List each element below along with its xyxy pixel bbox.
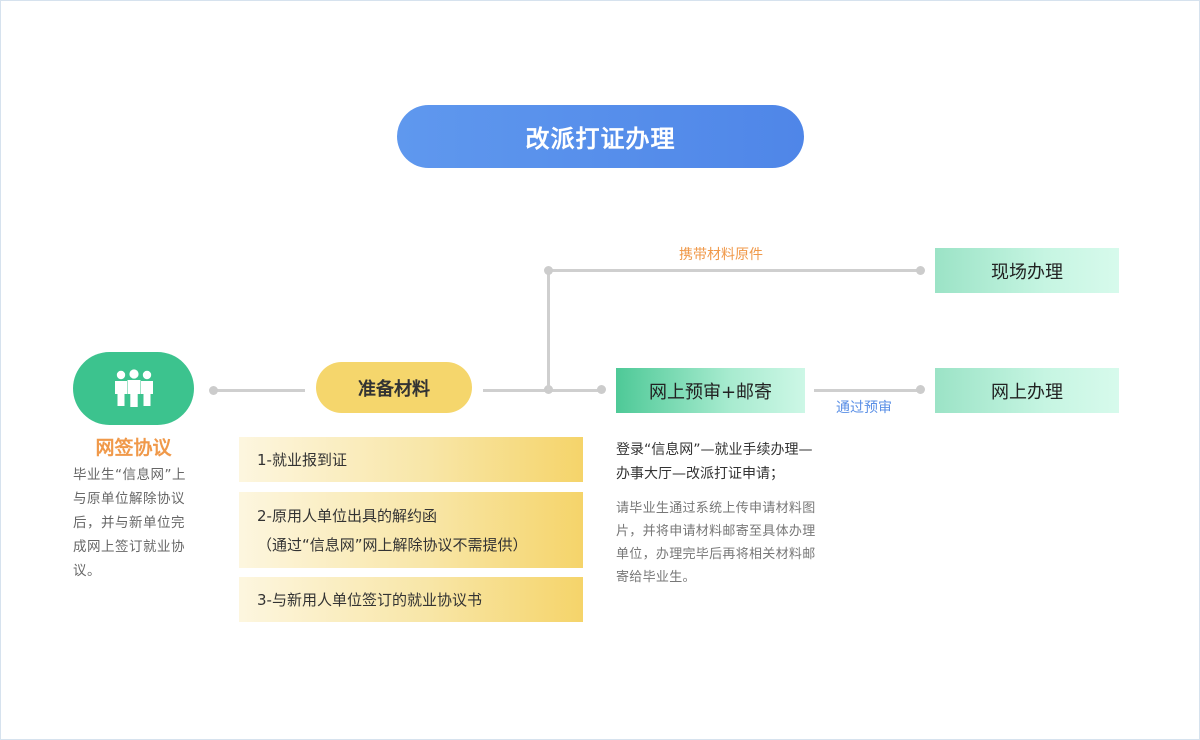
connector-dot xyxy=(209,386,218,395)
material-item-note: （通过“信息网”网上解除协议不需提供） xyxy=(257,536,528,554)
connector-to-onsite xyxy=(547,269,921,272)
carry-originals-label: 携带材料原件 xyxy=(679,247,763,263)
material-item-text: 1-就业报到证 xyxy=(257,451,347,469)
page-title: 改派打证办理 xyxy=(397,105,804,168)
onsite-processing-node: 现场办理 xyxy=(935,248,1119,293)
online-processing-label: 网上办理 xyxy=(991,381,1063,403)
people-group-icon xyxy=(114,368,153,407)
online-precheck-label: 网上预审+邮寄 xyxy=(648,381,773,403)
connector-dot xyxy=(544,266,553,275)
agreement-icon-badge xyxy=(73,352,194,425)
connector-branch-vertical xyxy=(547,270,550,390)
online-steps-note: 请毕业生通过系统上传申请材料图片，并将申请材料邮寄至具体办理单位，办理完毕后再将… xyxy=(616,501,816,585)
prepare-materials-label: 准备材料 xyxy=(358,378,430,400)
material-item-text: 2-原用人单位出具的解约函 xyxy=(257,507,437,525)
connector-dot xyxy=(597,385,606,394)
connector-icon-to-prepare xyxy=(213,389,305,392)
online-processing-node: 网上办理 xyxy=(935,368,1119,413)
agreement-description: 毕业生“信息网”上与原单位解除协议后，并与新单位完成网上签订就业协议。 xyxy=(73,467,186,579)
pass-precheck-label: 通过预审 xyxy=(836,400,892,416)
material-item-1: 1-就业报到证 xyxy=(239,437,583,482)
material-item-2: 2-原用人单位出具的解约函 （通过“信息网”网上解除协议不需提供） xyxy=(239,492,583,568)
prepare-materials-node: 准备材料 xyxy=(316,362,472,413)
agreement-heading: 网签协议 xyxy=(95,437,172,459)
online-precheck-node: 网上预审+邮寄 xyxy=(616,368,805,413)
onsite-processing-label: 现场办理 xyxy=(991,261,1063,283)
online-steps-path: 登录“信息网”—就业手续办理—办事大厅—改派打证申请； xyxy=(616,442,813,482)
connector-dot xyxy=(916,266,925,275)
connector-dot xyxy=(916,385,925,394)
connector-prepare-to-precheck xyxy=(483,389,602,392)
material-item-text: 3-与新用人单位签订的就业协议书 xyxy=(257,591,482,609)
material-item-3: 3-与新用人单位签订的就业协议书 xyxy=(239,577,583,622)
page-title-text: 改派打证办理 xyxy=(525,125,676,153)
connector-precheck-to-online xyxy=(814,389,921,392)
